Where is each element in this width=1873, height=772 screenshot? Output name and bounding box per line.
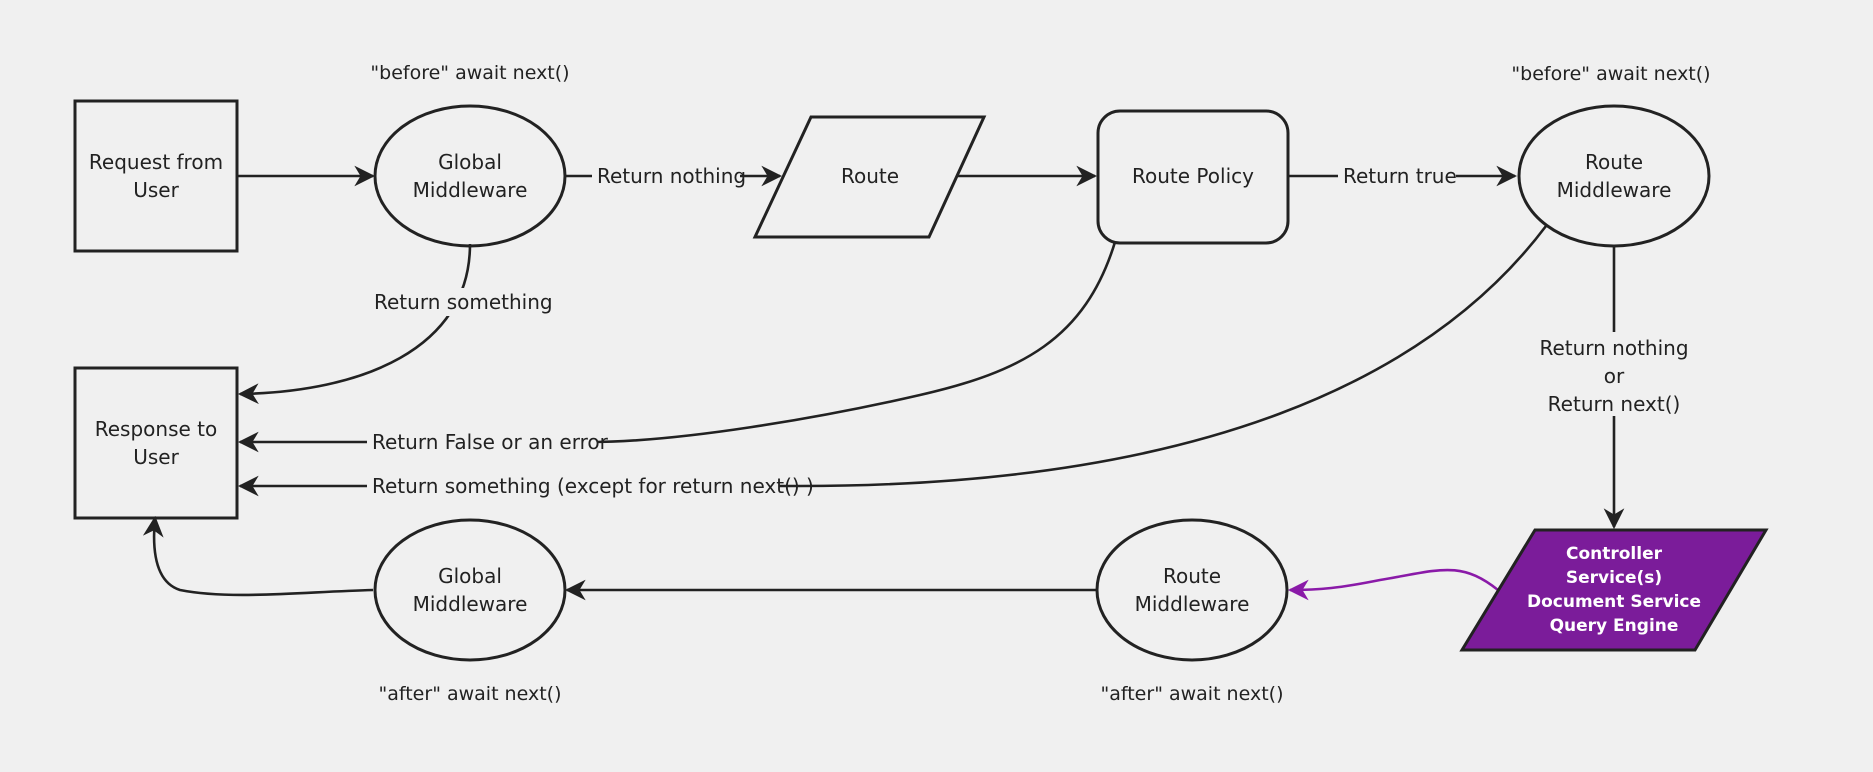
- edge-label-bg: [367, 472, 779, 500]
- route-mw-after-line2: Middleware: [1135, 592, 1250, 616]
- edge-label-return-something-except: Return something (except for return next…: [372, 474, 814, 498]
- note-route-before: "before" await next(): [1511, 63, 1710, 85]
- edge-label-bg: [1540, 332, 1688, 416]
- edge-label-return-nothing: Return nothing: [597, 164, 746, 188]
- controller-line4: Query Engine: [1550, 616, 1679, 636]
- edge-label-bg: [367, 428, 597, 456]
- edge-label-bg: [370, 288, 546, 316]
- controller-node: Controller Service(s) Document Service Q…: [1459, 528, 1769, 652]
- global-mw-before-line2: Middleware: [413, 178, 528, 202]
- route-middleware-after-node: Route Middleware: [1095, 518, 1289, 662]
- response-to-user-node: Response to User: [73, 366, 239, 520]
- note-route-after: "after" await next(): [1101, 683, 1284, 705]
- edge-label-return-something: Return something: [374, 290, 553, 314]
- response-node-line2: User: [133, 445, 179, 469]
- edge-route-mw-to-response: [237, 225, 1548, 497]
- global-middleware-before-node: Global Middleware: [373, 104, 567, 248]
- global-middleware-after-node: Global Middleware: [373, 518, 567, 662]
- note-global-before: "before" await next(): [370, 62, 569, 84]
- request-node-line2: User: [133, 178, 179, 202]
- request-node-line1: Request from: [89, 150, 223, 174]
- global-mw-after-line2: Middleware: [413, 592, 528, 616]
- route-node-label: Route: [841, 164, 899, 188]
- controller-line1: Controller: [1566, 544, 1663, 564]
- response-node-line1: Response to: [95, 417, 218, 441]
- controller-line2: Service(s): [1566, 568, 1662, 588]
- controller-line3: Document Service: [1527, 592, 1701, 612]
- edge-label-return-false-or-error: Return False or an error: [372, 430, 609, 454]
- route-mw-after-line1: Route: [1163, 564, 1221, 588]
- edge-global-mw-after-to-response: [142, 515, 374, 597]
- route-middleware-before-node: Route Middleware: [1517, 104, 1711, 248]
- note-global-after: "after" await next(): [379, 683, 562, 705]
- route-mw-before-line1: Route: [1585, 150, 1643, 174]
- edge-label-bg: [1338, 162, 1456, 190]
- route-policy-node: Route Policy: [1096, 109, 1290, 245]
- route-node: Route: [752, 115, 987, 239]
- edge-label-route-mw-down-2: or: [1604, 364, 1625, 388]
- edge-label-bg: [592, 162, 740, 190]
- edge-label-return-true: Return true: [1343, 164, 1457, 188]
- edge-controller-to-route-mw-after: [1287, 568, 1499, 601]
- route-policy-node-label: Route Policy: [1132, 164, 1254, 188]
- request-from-user-node: Request from User: [73, 99, 239, 253]
- edge-route-policy-to-response: [237, 241, 1117, 453]
- controller-shape: [1459, 528, 1769, 652]
- edge-label-route-mw-down-3: Return next(): [1548, 392, 1681, 416]
- global-mw-before-line1: Global: [438, 150, 502, 174]
- global-mw-after-line1: Global: [438, 564, 502, 588]
- route-mw-before-line2: Middleware: [1557, 178, 1672, 202]
- edge-label-route-mw-down-1: Return nothing: [1539, 336, 1688, 360]
- edge-global-mw-to-response: [237, 243, 472, 405]
